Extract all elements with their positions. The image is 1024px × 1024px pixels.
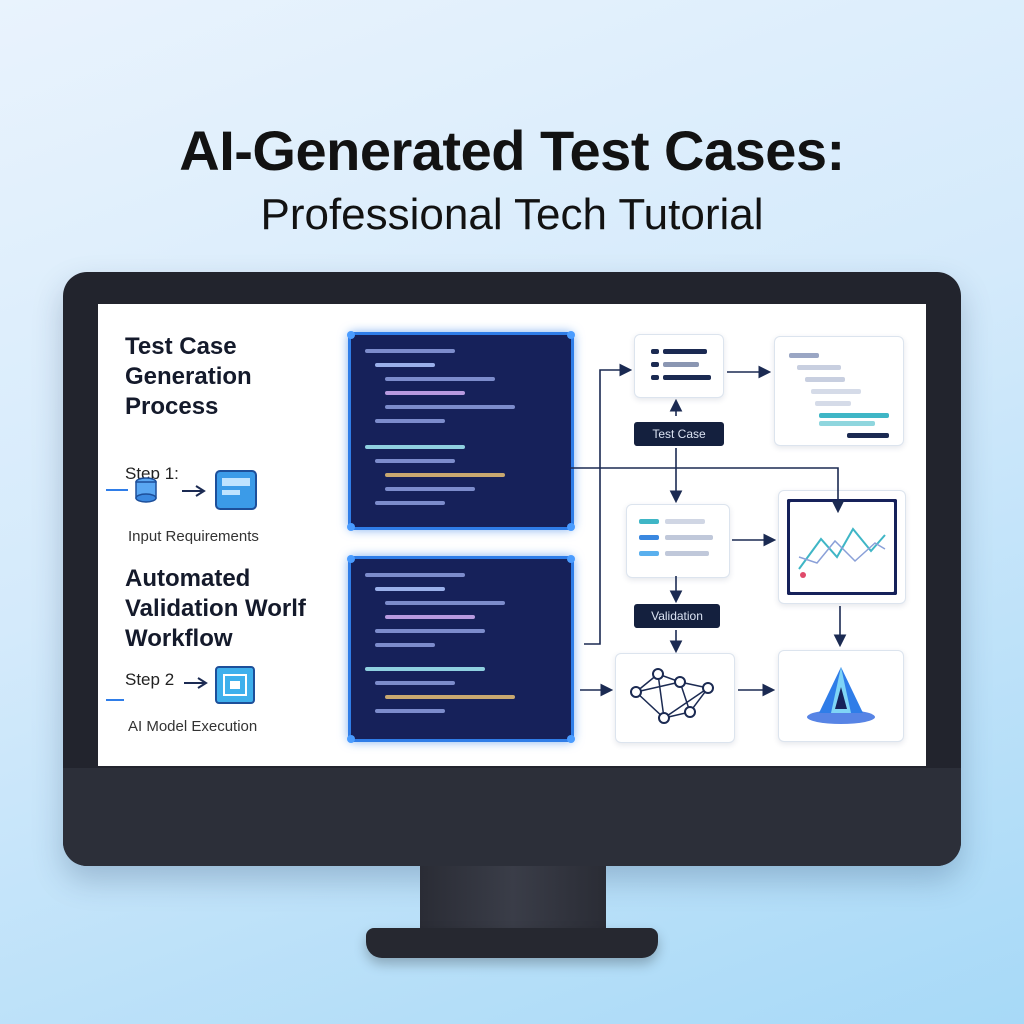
heading-line: Process bbox=[125, 393, 219, 420]
step-2-caption: AI Model Execution bbox=[128, 718, 258, 735]
monitor-screen: Test Case Generation Process Step 1: Inp… bbox=[98, 304, 926, 766]
monitor-stand-base bbox=[366, 928, 658, 958]
ai-logo-icon bbox=[807, 667, 875, 724]
code-panel-bottom bbox=[347, 555, 575, 743]
arrow-right-icon bbox=[182, 485, 206, 497]
heading-line: Automated bbox=[125, 565, 251, 592]
step-1-label: Step 1: bbox=[125, 464, 179, 483]
chip-icon bbox=[215, 666, 255, 704]
database-icon bbox=[135, 477, 157, 503]
step-1-lead-line bbox=[106, 489, 128, 491]
step-2-label: Step 2 bbox=[125, 670, 175, 689]
heading-line: Workflow bbox=[125, 625, 233, 652]
document-icon bbox=[215, 470, 257, 510]
flow-arrows bbox=[571, 363, 847, 697]
flow-label-middle: Validation bbox=[634, 604, 720, 628]
step-1-caption: Input Requirements bbox=[128, 528, 259, 545]
heading-line: Generation bbox=[125, 363, 252, 390]
ai-logo-card bbox=[778, 650, 904, 742]
network-graph-icon bbox=[630, 668, 714, 724]
list-card-middle bbox=[626, 504, 730, 578]
line-chart-icon bbox=[787, 499, 897, 595]
network-card bbox=[615, 653, 735, 743]
monitor-chin bbox=[63, 768, 961, 866]
gantt-card bbox=[774, 336, 904, 446]
monitor-bezel: Test Case Generation Process Step 1: Inp… bbox=[63, 272, 961, 866]
page-title: AI-Generated Test Cases: bbox=[179, 119, 845, 182]
section-heading-generation: Test Case Generation Process bbox=[125, 332, 252, 422]
flow-label-top: Test Case bbox=[634, 422, 724, 446]
section-heading-validation: Automated Validation Worlf Workflow bbox=[125, 564, 306, 654]
code-panel-top bbox=[347, 331, 575, 531]
step-2-lead-line bbox=[106, 699, 124, 701]
heading-line: Validation Worlf bbox=[125, 595, 306, 622]
arrow-right-icon bbox=[184, 677, 208, 689]
list-card-top bbox=[634, 334, 724, 398]
monitor-stand-neck bbox=[420, 866, 606, 932]
heading-line: Test Case bbox=[125, 333, 237, 360]
page-subtitle: Professional Tech Tutorial bbox=[260, 190, 764, 239]
